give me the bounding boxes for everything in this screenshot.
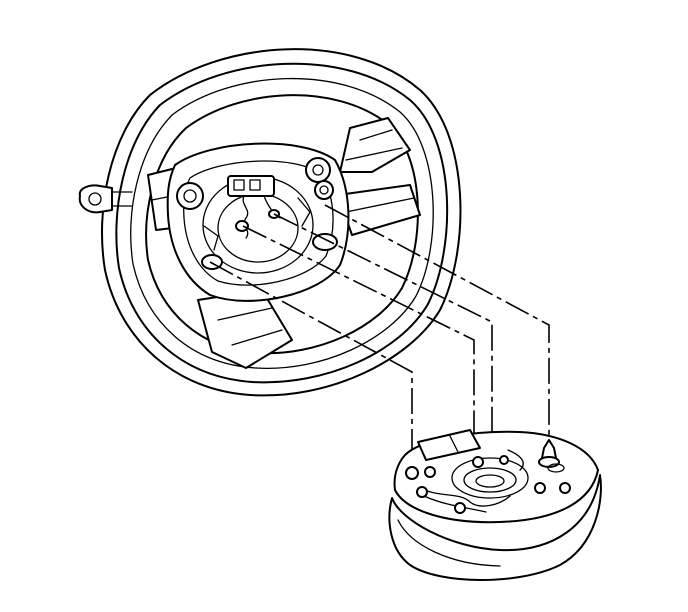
steering-wheel-hub xyxy=(166,142,350,302)
airbag-module xyxy=(388,429,602,581)
steering-wheel-rim xyxy=(101,48,462,397)
side-control-knob xyxy=(78,184,133,214)
alignment-lines xyxy=(209,204,550,458)
